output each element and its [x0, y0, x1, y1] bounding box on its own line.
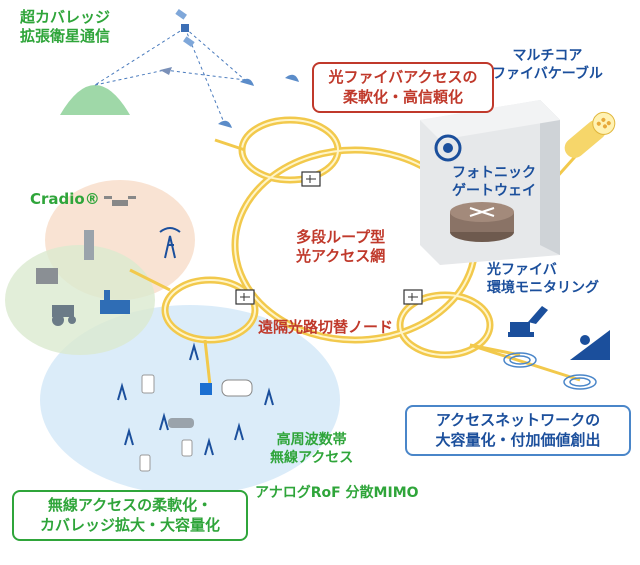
env-line1: 光ファイバ — [487, 262, 557, 278]
plane-icon — [160, 67, 172, 75]
access-net-line1: アクセスネットワークの — [435, 411, 601, 429]
gateway-label: フォトニック ゲートウェイ — [452, 165, 536, 200]
center-label: 多段ループ型 光アクセス網 — [296, 228, 385, 266]
radio-antenna-icons — [117, 342, 274, 456]
tractor-icon — [52, 305, 76, 326]
radio-tech-label: 高周波数帯 無線アクセス — [270, 432, 353, 467]
satellite-links — [94, 27, 246, 126]
rof-unit-icon — [200, 383, 212, 395]
fiber-access-line2: 柔軟化・高信頼化 — [342, 87, 463, 106]
wireless-line2: カバレッジ拡大・大容量化 — [39, 515, 220, 534]
radio-tech-line1: 高周波数帯 — [276, 432, 347, 448]
satellite-icon — [175, 8, 195, 48]
landslide-icon — [570, 330, 610, 360]
center-line1: 多段ループ型 — [296, 228, 386, 246]
switch-node-label: 遠隔光路切替ノード — [258, 318, 394, 336]
wireless-line1: 無線アクセスの柔軟化・ — [47, 496, 213, 514]
satellite-title-line2: 拡張衛星通信 — [20, 26, 111, 45]
radio-tech-line2: 無線アクセス — [270, 449, 354, 466]
env-monitoring-label: 光ファイバ 環境モニタリング — [487, 262, 599, 297]
excavator-icon — [508, 306, 548, 337]
satellite-title-line1: 超カバレッジ — [20, 8, 111, 26]
antenna-tower-icon — [159, 227, 181, 259]
phone-icons — [139, 374, 193, 472]
multicore-label: マルチコア ファイバケーブル — [492, 48, 603, 83]
fiber-access-line1: 光ファイバアクセスの — [328, 68, 478, 86]
drone-icon — [104, 196, 136, 206]
car-icon — [168, 418, 194, 428]
vr-headset-icon — [221, 379, 253, 397]
cradio-area-bottom — [5, 245, 155, 355]
router-icon — [450, 202, 514, 242]
access-net-line2: 大容量化・付加価値創出 — [435, 430, 601, 449]
dish-antenna-icons — [218, 74, 299, 128]
machine-icon — [36, 268, 58, 284]
mountain-icon — [60, 85, 130, 115]
center-line2: 光アクセス網 — [296, 246, 386, 265]
multicore-cable-icon — [564, 111, 616, 158]
photonic-logo-icon — [434, 134, 462, 162]
factory-icon — [100, 290, 130, 314]
wireless-callout: 無線アクセスの柔軟化・ カバレッジ拡大・大容量化 — [12, 490, 248, 541]
satellite-title: 超カバレッジ 拡張衛星通信 — [20, 8, 110, 46]
sensor-waves-icons — [503, 352, 597, 390]
multicore-line2: ファイバケーブル — [492, 65, 603, 82]
fiber-access-callout: 光ファイバアクセスの 柔軟化・高信頼化 — [312, 62, 494, 113]
switch-node-marks — [240, 175, 418, 301]
cradio-label: Cradio® — [30, 190, 100, 208]
gateway-line2: ゲートウェイ — [452, 182, 536, 199]
env-line2: 環境モニタリング — [487, 279, 599, 296]
access-network-callout: アクセスネットワークの 大容量化・付加価値創出 — [405, 405, 631, 456]
tower-icon — [84, 230, 94, 260]
gateway-line1: フォトニック — [452, 165, 536, 181]
radio-tech-line3: アナログRoF 分散MIMO — [255, 485, 419, 501]
multicore-line1: マルチコア — [512, 48, 583, 64]
radio-coverage-area — [40, 305, 340, 495]
